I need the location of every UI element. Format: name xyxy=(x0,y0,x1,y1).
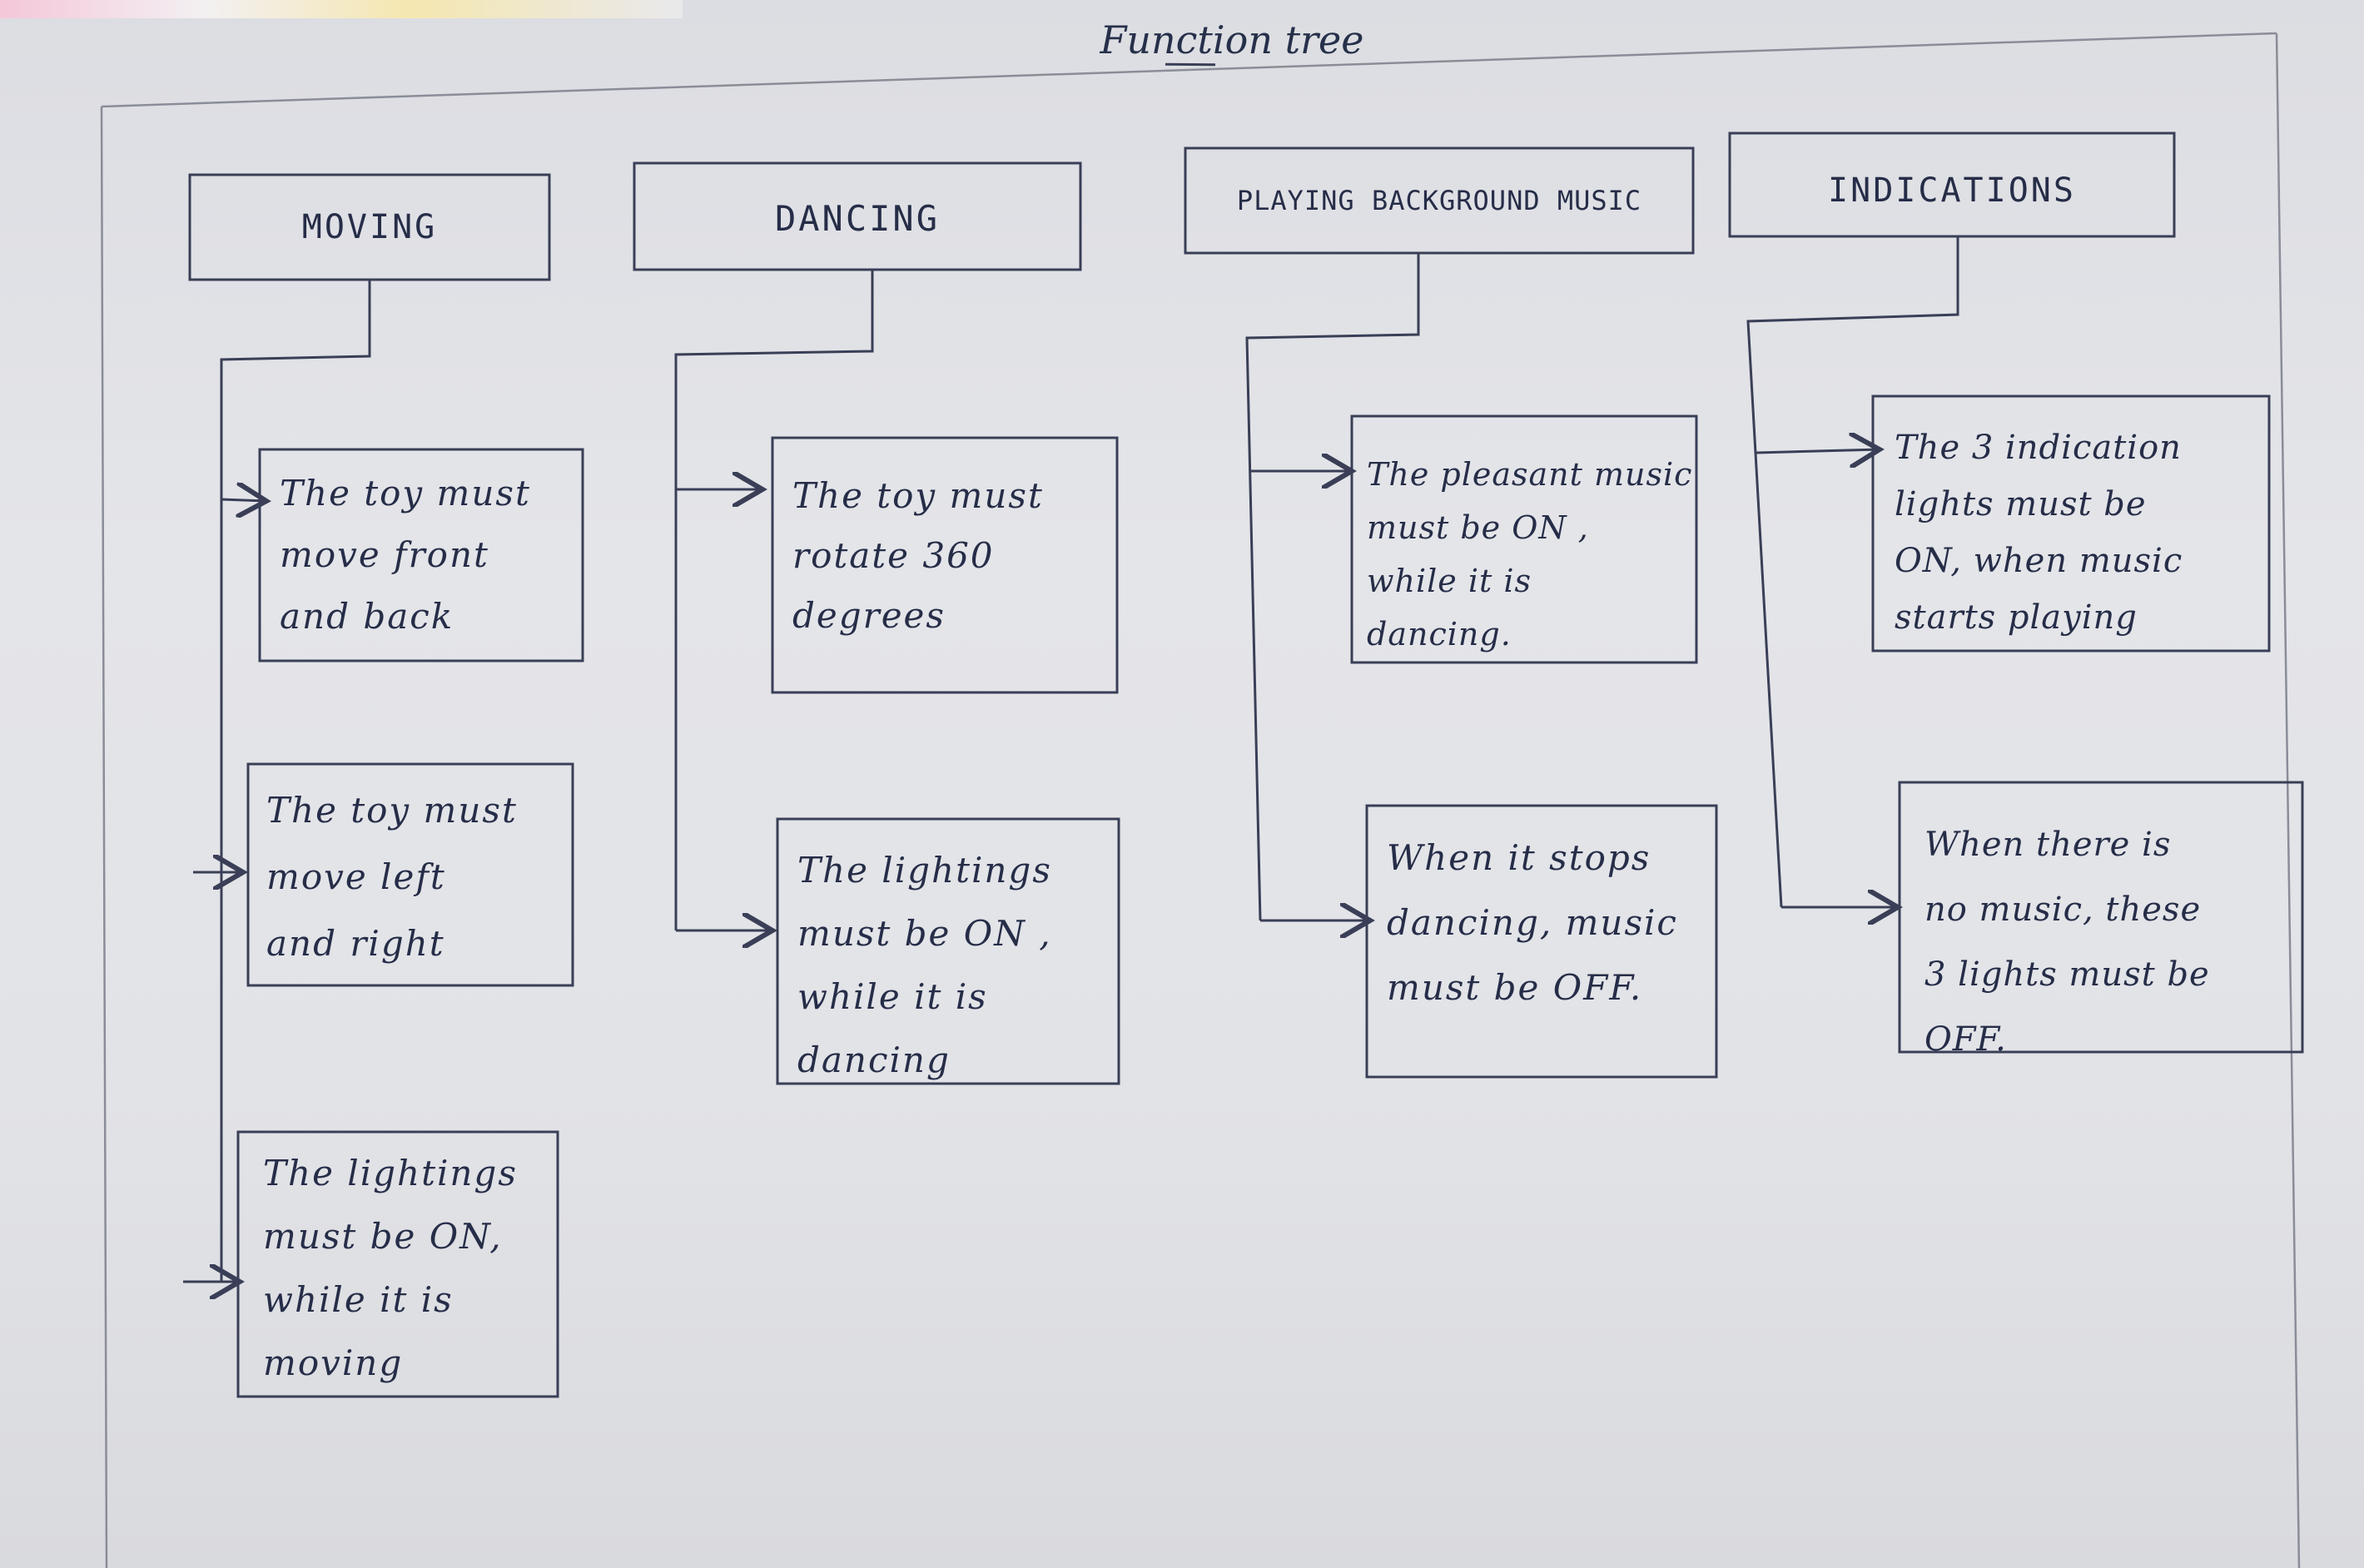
drawing-frame xyxy=(100,32,2301,1568)
child-text-music-2: When it stops dancing, music must be OFF… xyxy=(1387,837,1678,1008)
child-box-indications-2 xyxy=(1898,781,2304,1054)
heading-label-indications: INDICATIONS xyxy=(1828,171,2076,210)
child-text-dancing-1: The toy must rotate 360 degrees xyxy=(792,475,1044,636)
child-box-dancing-2 xyxy=(776,817,1120,1085)
child-text-indications-2: When there is no music, these 3 lights m… xyxy=(1924,826,2210,1059)
diagram-title: Function tree xyxy=(1100,17,1364,62)
child-boxes xyxy=(236,394,2304,1398)
paper-edge-strip xyxy=(0,0,683,18)
child-text-moving-3: The lightings must be ON, while it is mo… xyxy=(263,1153,518,1383)
heading-boxes xyxy=(188,131,2176,281)
child-box-moving-3 xyxy=(236,1130,559,1398)
heading-box-music xyxy=(1184,146,1695,255)
heading-label-moving: MOVING xyxy=(301,208,438,246)
heading-box-dancing xyxy=(633,161,1082,271)
child-text-indications-1: The 3 indication lights must be ON, when… xyxy=(1895,429,2183,637)
child-box-music-2 xyxy=(1365,804,1718,1079)
child-text-moving-2: The toy must move left and right xyxy=(266,790,518,964)
title-underline xyxy=(1165,62,1216,67)
connector-lines xyxy=(183,236,1959,1282)
heading-box-indications xyxy=(1728,131,2176,238)
child-box-dancing-1 xyxy=(771,436,1119,694)
child-text-music-1: The pleasant music must be ON , while it… xyxy=(1367,456,1693,653)
child-box-moving-2 xyxy=(246,762,574,987)
child-box-moving-1 xyxy=(258,448,584,662)
child-box-music-1 xyxy=(1350,414,1698,664)
child-text-moving-1: The toy must move front and back xyxy=(280,473,531,637)
child-text-dancing-2: The lightings must be ON , while it is d… xyxy=(797,850,1052,1080)
heading-label-music: PLAYING BACKGROUND MUSIC xyxy=(1236,185,1642,216)
child-box-indications-1 xyxy=(1871,394,2271,653)
heading-label-dancing: DANCING xyxy=(774,198,940,239)
